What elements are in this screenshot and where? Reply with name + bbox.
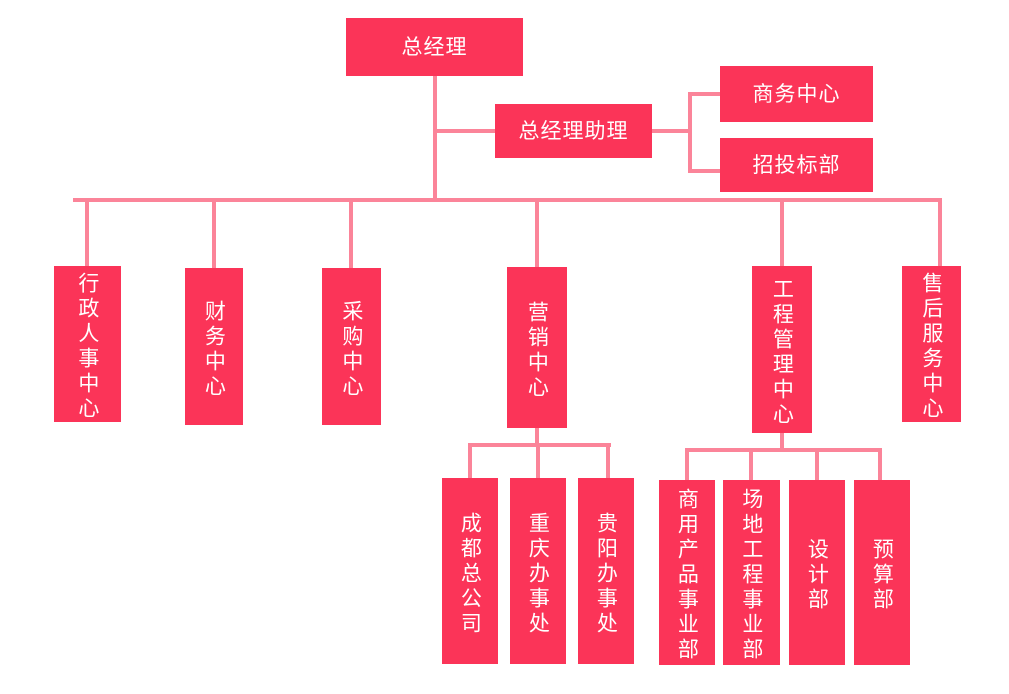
connector-engineering-drop-2 — [749, 448, 753, 480]
node-business-center[interactable]: 商务中心 — [720, 66, 873, 122]
node-general-manager[interactable]: 总经理 — [346, 18, 523, 76]
node-bidding-department[interactable]: 招投标部 — [720, 138, 873, 192]
node-general-manager-assistant[interactable]: 总经理助理 — [495, 104, 652, 158]
connector-drop-aftersales — [938, 198, 942, 266]
connector-drop-marketing — [535, 198, 539, 267]
node-label: 行政人事中心 — [75, 272, 100, 422]
connector-engineering-drop-1 — [685, 448, 689, 480]
node-design-department[interactable]: 设计部 — [789, 480, 845, 665]
node-commercial-products-division[interactable]: 商用产品事业部 — [659, 480, 715, 665]
node-label: 预算部 — [870, 538, 895, 613]
node-label: 重庆办事处 — [526, 511, 551, 637]
connector-marketing-drop-1 — [468, 443, 472, 478]
node-label: 总经理助理 — [518, 118, 629, 143]
node-admin-hr-center[interactable]: 行政人事中心 — [54, 266, 121, 422]
node-label: 商务中心 — [752, 81, 841, 106]
node-budget-department[interactable]: 预算部 — [854, 480, 910, 665]
node-purchasing-center[interactable]: 采购中心 — [322, 268, 381, 425]
node-label: 总经理 — [401, 34, 468, 59]
node-engineering-management-center[interactable]: 工程管理中心 — [752, 266, 812, 433]
node-label: 财务中心 — [202, 299, 227, 400]
node-label: 营销中心 — [525, 300, 550, 401]
node-label: 采购中心 — [339, 299, 364, 400]
connector-marketing-stem — [535, 428, 539, 447]
node-guiyang-office[interactable]: 贵阳办事处 — [578, 478, 634, 664]
connector-assistant-right — [652, 129, 688, 133]
connector-drop-engineering — [780, 198, 784, 266]
connector-drop-finance — [212, 198, 216, 268]
connector-to-bidding-dept — [688, 169, 722, 173]
connector-assistant-spine — [688, 92, 692, 173]
connector-division-bus — [73, 198, 942, 202]
node-marketing-center[interactable]: 营销中心 — [507, 267, 567, 428]
node-chongqing-office[interactable]: 重庆办事处 — [510, 478, 566, 664]
node-label: 贵阳办事处 — [594, 511, 619, 637]
node-chengdu-headquarters[interactable]: 成都总公司 — [442, 478, 498, 664]
node-label: 设计部 — [805, 538, 830, 613]
connector-engineering-bus — [685, 448, 882, 452]
connector-engineering-drop-3 — [815, 448, 819, 480]
node-label: 招投标部 — [752, 152, 841, 177]
connector-drop-purchasing — [349, 198, 353, 268]
node-label: 工程管理中心 — [770, 277, 795, 428]
connector-engineering-drop-4 — [878, 448, 882, 480]
node-finance-center[interactable]: 财务中心 — [185, 268, 243, 425]
connector-root-to-assistant — [433, 129, 497, 133]
connector-marketing-drop-2 — [536, 443, 540, 478]
node-site-engineering-division[interactable]: 场地工程事业部 — [723, 480, 780, 665]
node-label: 成都总公司 — [458, 511, 483, 637]
connector-to-business-center — [688, 92, 722, 96]
connector-engineering-stem — [780, 433, 784, 452]
connector-root-vertical — [433, 76, 437, 198]
connector-drop-admin — [85, 198, 89, 266]
node-aftersales-service-center[interactable]: 售后服务中心 — [902, 266, 961, 422]
node-label: 场地工程事业部 — [739, 488, 764, 663]
connector-marketing-drop-3 — [606, 443, 610, 478]
node-label: 售后服务中心 — [919, 272, 944, 422]
node-label: 商用产品事业部 — [675, 488, 700, 663]
